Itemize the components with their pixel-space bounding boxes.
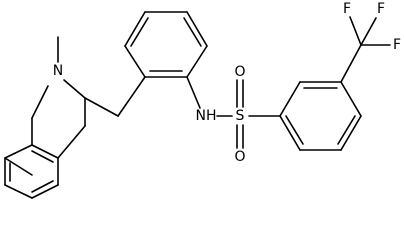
bond bbox=[340, 115, 362, 151]
bond bbox=[279, 115, 301, 151]
bond bbox=[340, 81, 362, 117]
bond bbox=[117, 76, 146, 117]
bond bbox=[337, 115, 356, 145]
atom-label-fluorine-2: F bbox=[377, 1, 385, 17]
bond bbox=[186, 76, 201, 109]
atom-label-fluorine-1: F bbox=[343, 1, 351, 17]
bond bbox=[183, 17, 202, 47]
bond bbox=[186, 45, 208, 78]
bond bbox=[279, 81, 301, 117]
chemical-structure-canvas: N NH S O O F F F bbox=[4, 1, 402, 199]
bond bbox=[84, 97, 119, 117]
atom-label-sulfur: S bbox=[236, 108, 245, 124]
chemical-structure: N NH S O O F F F bbox=[4, 1, 401, 199]
bond bbox=[340, 44, 362, 83]
atom-label-n-ring: N bbox=[53, 63, 63, 79]
bond bbox=[186, 11, 208, 47]
bond bbox=[124, 45, 146, 78]
bond bbox=[4, 157, 33, 176]
bond bbox=[31, 184, 59, 199]
bond bbox=[4, 184, 33, 199]
bond bbox=[285, 115, 304, 145]
bond bbox=[31, 85, 49, 119]
atom-labels: N NH S O O F F F bbox=[53, 1, 401, 165]
bond bbox=[360, 17, 377, 46]
atom-label-fluorine-3: F bbox=[393, 37, 401, 53]
bond bbox=[31, 144, 59, 159]
atom-label-nh: NH bbox=[196, 108, 217, 124]
atom-label-oxygen-top: O bbox=[234, 64, 245, 80]
bond bbox=[4, 144, 33, 159]
bond bbox=[130, 17, 149, 47]
bond bbox=[31, 150, 54, 163]
atom-label-oxygen-bottom: O bbox=[234, 149, 245, 165]
bond bbox=[124, 11, 146, 47]
bond bbox=[349, 16, 362, 46]
bond bbox=[31, 180, 54, 193]
bonds bbox=[4, 11, 391, 199]
bond bbox=[57, 125, 86, 159]
bond bbox=[63, 79, 86, 99]
